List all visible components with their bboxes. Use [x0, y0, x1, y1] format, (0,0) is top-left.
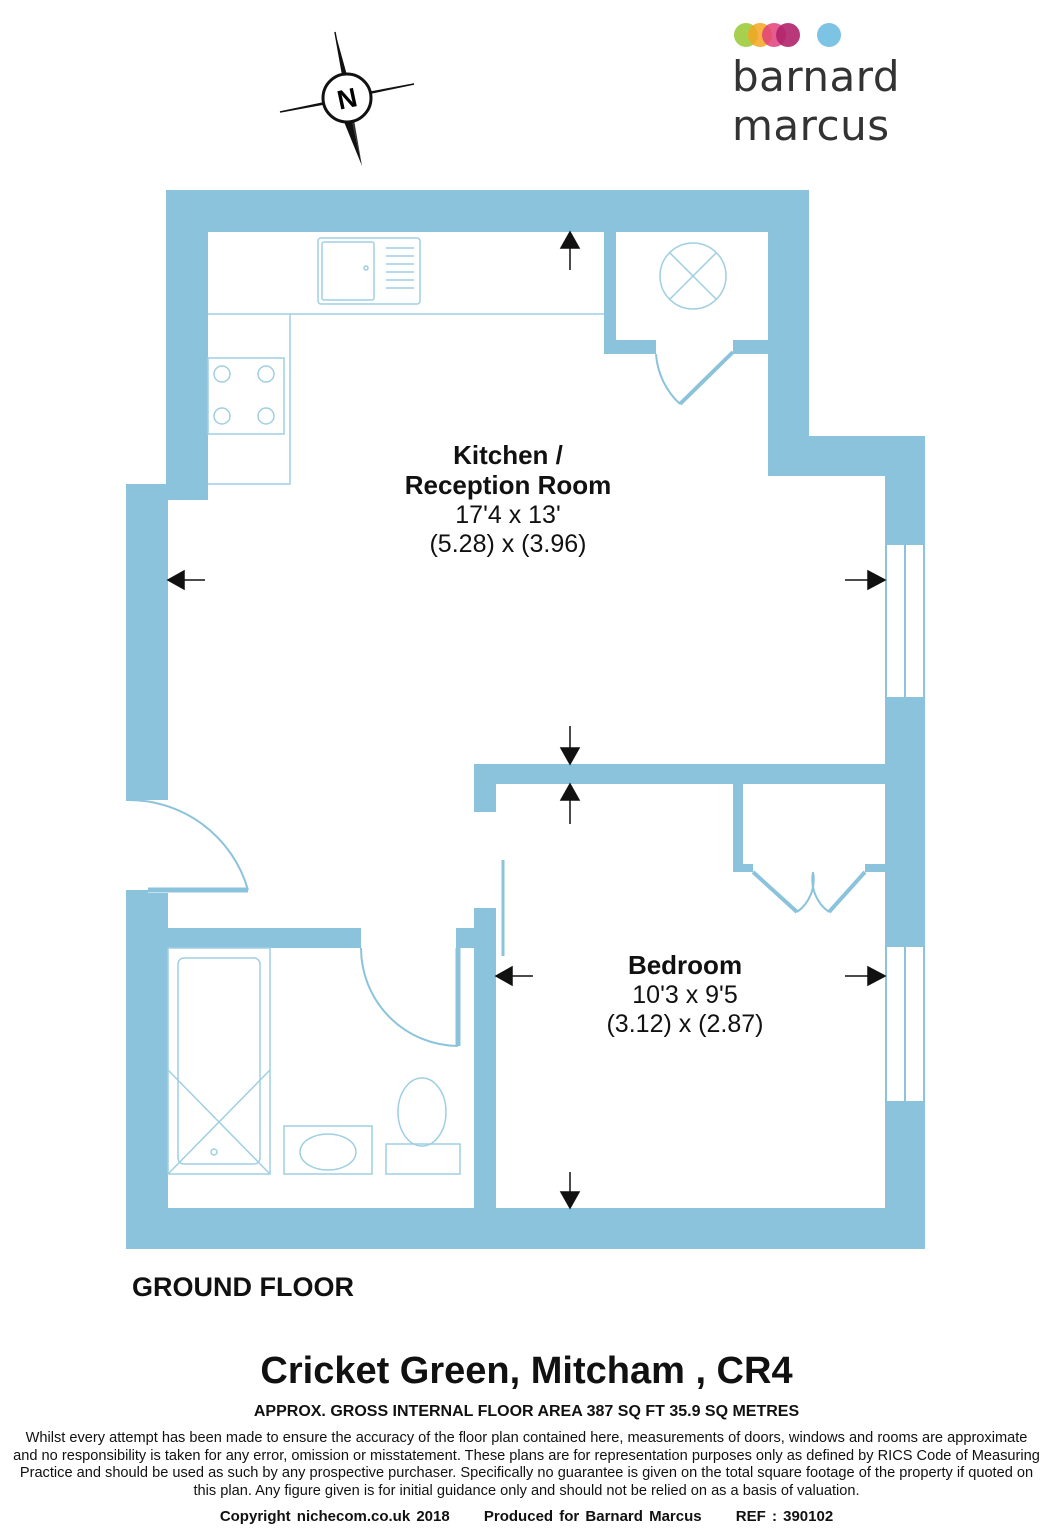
doors: [125, 350, 867, 1047]
copyright: Copyright nichecom.co.uk 2018: [219, 1508, 450, 1525]
footer: Copyright nichecom.co.uk 2018 Produced f…: [0, 1508, 1053, 1525]
room-dim-imperial: 17'4 x 13': [455, 500, 561, 529]
floor-label: GROUND FLOOR: [132, 1272, 354, 1302]
fixtures: [167, 237, 727, 1175]
property-address: Cricket Green, Mitcham , CR4: [260, 1350, 793, 1392]
brand-name: barnard marcus: [732, 52, 900, 150]
kitchen-reception-label: Kitchen / Reception Room 17'4 x 13' (5.2…: [358, 440, 658, 558]
windows: [885, 543, 925, 1103]
room-name: Kitchen /: [453, 440, 563, 470]
logo-dot: [817, 23, 841, 47]
room-dim-imperial: 10'3 x 9'5: [632, 980, 738, 1009]
room-dim-metric: (3.12) x (2.87): [606, 1009, 764, 1038]
walls: [126, 190, 925, 1249]
floor-area: APPROX. GROSS INTERNAL FLOOR AREA 387 SQ…: [253, 1403, 800, 1420]
disclaimer: Whilst every attempt has been made to en…: [13, 1430, 1040, 1499]
dimension-arrows: [166, 230, 887, 1210]
reference: REF : 390102: [735, 1508, 834, 1525]
room-name: Bedroom: [627, 950, 743, 980]
logo-dot: [776, 23, 800, 47]
bedroom-label: Bedroom 10'3 x 9'5 (3.12) x (2.87): [555, 950, 815, 1038]
compass-icon: N: [279, 31, 415, 166]
room-dim-metric: (5.28) x (3.96): [429, 529, 587, 558]
room-name-line2: Reception Room: [404, 469, 612, 500]
produced-for: Produced for Barnard Marcus: [483, 1508, 702, 1525]
